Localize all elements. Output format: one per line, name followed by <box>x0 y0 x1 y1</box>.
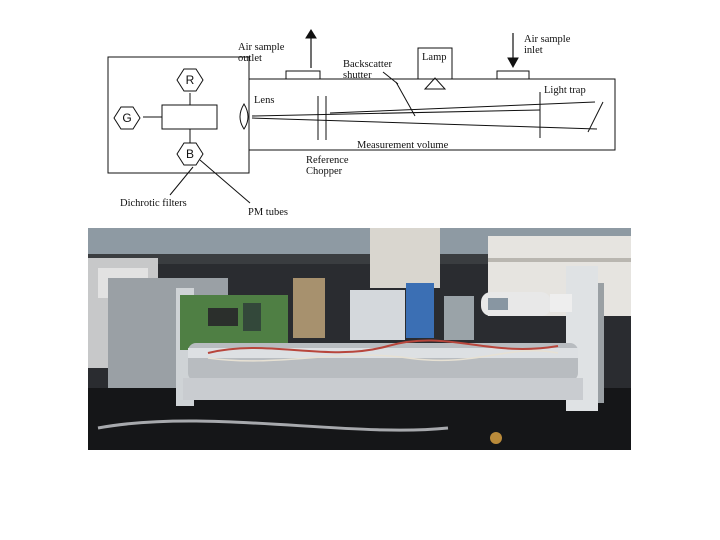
light-trap <box>587 101 604 133</box>
inlet-port <box>496 70 530 80</box>
outlet-port <box>285 70 321 80</box>
lens <box>239 103 249 130</box>
dichroic-filters-label: Dichrotic filters <box>120 198 187 209</box>
backscatter-shutter <box>395 81 416 117</box>
pm-tube-b <box>176 142 204 166</box>
outlet-arrow-icon <box>305 29 317 39</box>
dichroic-filter-block <box>161 104 218 130</box>
pm-tube-g <box>113 106 141 130</box>
pm-tubes-label: PM tubes <box>248 207 288 218</box>
pm-tube-b-label: B <box>186 147 194 161</box>
instrument-photo <box>88 228 631 450</box>
pm-tube-r-label: R <box>186 73 195 87</box>
light-trap-label: Light trap <box>544 85 586 96</box>
lamp-label: Lamp <box>422 52 447 63</box>
pm-tube-r <box>176 68 204 92</box>
measurement-volume-label: Measurement volume <box>357 140 449 151</box>
lamp-housing <box>417 47 453 80</box>
lens-label: Lens <box>254 95 274 106</box>
pm-tube-g-label: G <box>122 111 131 125</box>
inlet-arrow-icon <box>507 57 519 69</box>
